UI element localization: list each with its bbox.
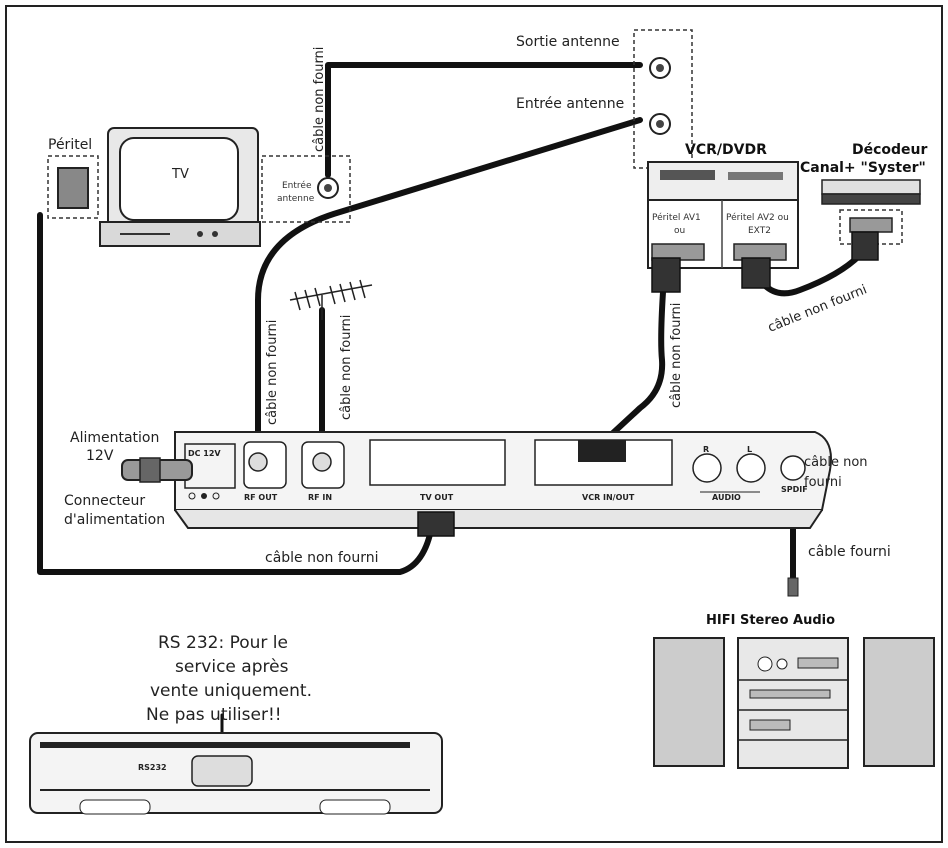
cable-label-vcr: câble non fourni xyxy=(669,303,684,408)
peritel-av1-line1: Péritel AV1 xyxy=(652,212,701,223)
decoder-front xyxy=(821,193,921,205)
overlay-cable-line1: câble non xyxy=(804,455,868,470)
decoder-top xyxy=(821,179,921,195)
decodeur-line1: Décodeur xyxy=(852,142,928,158)
rs232-note-line3: vente uniquement. xyxy=(150,681,312,701)
overlay-cable-line2: fourni xyxy=(804,475,842,490)
spdif-label: SPDIF xyxy=(781,485,808,494)
dc12v-label: DC 12V xyxy=(188,449,221,458)
rf-out-label: RF OUT xyxy=(244,493,278,502)
audio-r-label: R xyxy=(703,445,709,454)
alimentation-line1: Alimentation xyxy=(70,430,159,446)
peritel-av2-line1: Péritel AV2 ou xyxy=(726,212,789,223)
tv-antenna-box xyxy=(261,155,351,223)
peritel-av1-line2: ou xyxy=(674,226,685,236)
peritel-box xyxy=(47,155,99,219)
tv-antenna-line2: antenne xyxy=(277,194,315,204)
sortie-antenne-label: Sortie antenne xyxy=(516,34,620,50)
entree-antenne-label: Entrée antenne xyxy=(516,96,624,112)
audio-l-port xyxy=(736,453,766,483)
tv-screen xyxy=(119,137,239,221)
rf-in-label: RF IN xyxy=(308,493,332,502)
audio-l-label: L xyxy=(747,445,752,454)
hifi-speaker-left xyxy=(653,637,725,767)
cable-label-rf-out: câble non fourni xyxy=(265,320,280,425)
decoder-peritel-connector xyxy=(849,217,893,233)
alimentation-line2: 12V xyxy=(86,448,114,464)
cables xyxy=(37,62,863,757)
tv-out-label: TV OUT xyxy=(420,493,454,502)
peritel-label: Péritel xyxy=(48,137,92,153)
cable-entree-antenne xyxy=(255,117,643,458)
rs232-note-line2: service après xyxy=(175,657,289,677)
peritel-av2-line2: EXT2 xyxy=(748,226,771,236)
cable-sortie-antenne xyxy=(325,62,643,178)
rs232-port-label: RS232 xyxy=(138,763,167,772)
spdif-port xyxy=(780,455,806,481)
vcr-title: VCR/DVDR xyxy=(685,142,767,158)
tv-out-port xyxy=(369,439,506,486)
vcr-scart-plug xyxy=(578,440,626,462)
audio-r-port xyxy=(692,453,722,483)
cable-vcr-decoder xyxy=(757,252,863,297)
vcr-in-out-label: VCR IN/OUT xyxy=(582,493,635,502)
cable-label-tv-antenna: câble non fourni xyxy=(312,47,327,152)
cable-label-rf-in: câble non fourni xyxy=(339,315,354,420)
rs232-port xyxy=(191,755,253,787)
tv-label: TV xyxy=(171,167,189,182)
hifi-title: HIFI Stereo Audio xyxy=(706,613,835,628)
vcr-in-out-port xyxy=(534,439,673,486)
cable-label-fourni: câble fourni xyxy=(808,544,891,560)
tv-antenna-line1: Entrée xyxy=(282,180,312,191)
tv-base xyxy=(99,221,261,247)
outdoor-antenna xyxy=(289,279,373,320)
hifi-speaker-right xyxy=(863,637,935,767)
vcr-body xyxy=(647,161,799,201)
connecteur-line2: d'alimentation xyxy=(64,512,165,528)
connecteur-line1: Connecteur xyxy=(64,493,145,509)
audio-label: AUDIO xyxy=(712,493,741,502)
decodeur-line2: Canal+ "Syster" xyxy=(800,160,926,176)
rs232-note-line4: Ne pas utiliser!! xyxy=(146,705,282,725)
peritel-connector-tv xyxy=(57,167,89,209)
cable-vcr-av1 xyxy=(597,289,666,448)
tv-out-plug xyxy=(417,511,455,537)
rs232-note-line1: RS 232: Pour le xyxy=(158,633,288,653)
cable-label-tv-out: câble non fourni xyxy=(265,550,379,566)
